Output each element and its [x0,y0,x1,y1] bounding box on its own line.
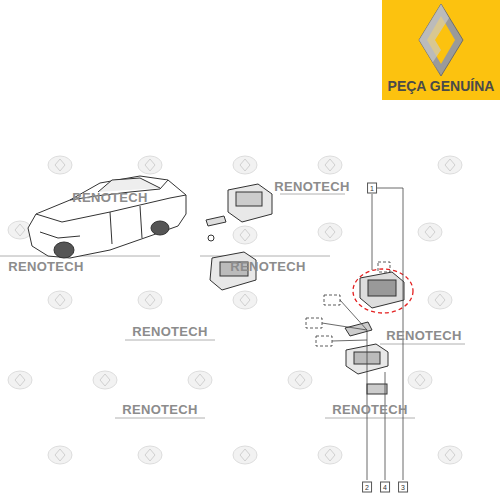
watermark: RENOTECH [230,260,305,273]
watermark-icon [318,223,342,241]
watermark: RENOTECH [274,180,349,193]
watermark-icons [8,156,462,464]
watermark-icon [233,156,257,174]
watermark-icon [138,291,162,309]
watermark: RENOTECH [386,329,461,342]
dashed-boxes [306,262,390,346]
watermark-icon [138,156,162,174]
watermark: RENOTECH [72,191,147,204]
watermark-icon [288,371,312,389]
watermark: RENOTECH [332,403,407,416]
callout-number: 3 [398,482,408,493]
watermark-icon [408,371,432,389]
car-outline [28,176,186,258]
renault-logo [419,4,463,76]
watermark-icon [318,446,342,464]
watermark: RENOTECH [122,403,197,416]
highlight-ring [353,269,413,313]
watermark-icon [48,291,72,309]
watermark-icon [438,446,462,464]
watermark-icon [48,446,72,464]
watermark-icon [233,226,257,244]
watermark-icon [138,446,162,464]
watermark-icon [8,371,32,389]
brand-tagline: PEÇA GENUÍNA [388,79,495,93]
watermark-icon [233,446,257,464]
watermark-icon [318,156,342,174]
watermark-icon [233,291,257,309]
watermark: RENOTECH [132,325,207,338]
watermark: RENOTECH [8,260,83,273]
watermark-icon [438,156,462,174]
callout-number: 4 [380,482,390,493]
lamp-parts [206,184,272,290]
callout-number: 1 [367,183,377,194]
watermark-icon [188,371,212,389]
brand-panel [382,0,500,100]
watermark-icon [93,371,117,389]
watermark-icon [418,223,442,241]
callout-number: 2 [362,482,372,493]
watermark-icon [48,156,72,174]
watermark-icon [428,291,452,309]
